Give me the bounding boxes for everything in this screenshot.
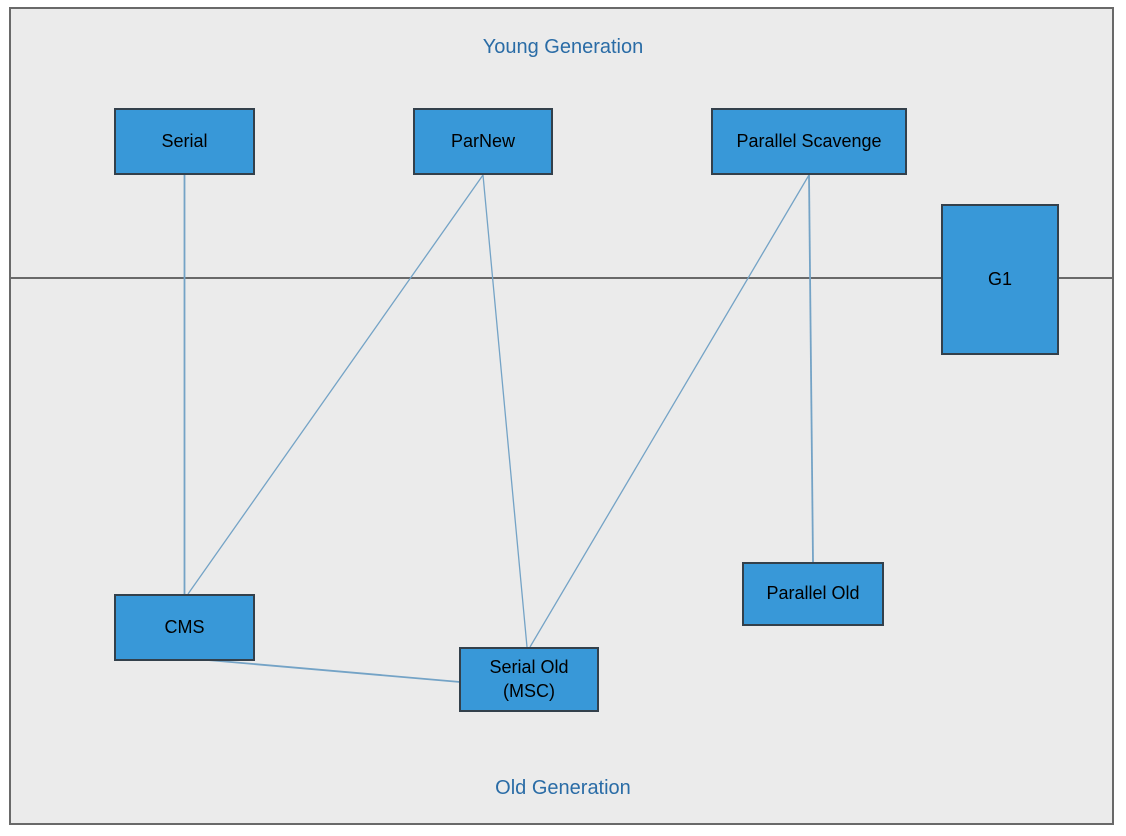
node-g1: G1 [941, 204, 1059, 355]
edge-parnew-cms [187, 174, 484, 595]
node-parnew: ParNew [413, 108, 553, 175]
node-cms-label: CMS [164, 616, 205, 637]
node-parallel-scavenge-label: Parallel Scavenge [736, 130, 882, 151]
node-cms: CMS [114, 594, 255, 661]
node-g1-label: G1 [987, 268, 1012, 289]
node-serial-label: Serial [161, 130, 208, 151]
node-parallel-old-label: Parallel Old [766, 583, 860, 604]
young-generation-label: Young Generation [482, 36, 644, 58]
old-generation-label: Old Generation [495, 777, 631, 799]
node-parallel-old: Parallel Old [742, 562, 884, 626]
edge-parallel-scavenge-parallel-old [808, 174, 814, 563]
node-serial-old-label: Serial Old [489, 657, 569, 678]
edge-parnew-serial-old [482, 174, 528, 648]
node-parallel-scavenge: Parallel Scavenge [711, 108, 907, 175]
node-parnew-label: ParNew [450, 130, 516, 151]
node-serial: Serial [114, 108, 255, 175]
node-serial-old-sublabel: (MSC) [503, 680, 555, 701]
edge-parallel-scavenge-serial-old [529, 174, 810, 648]
node-serial-old: Serial Old (MSC) [459, 647, 599, 712]
